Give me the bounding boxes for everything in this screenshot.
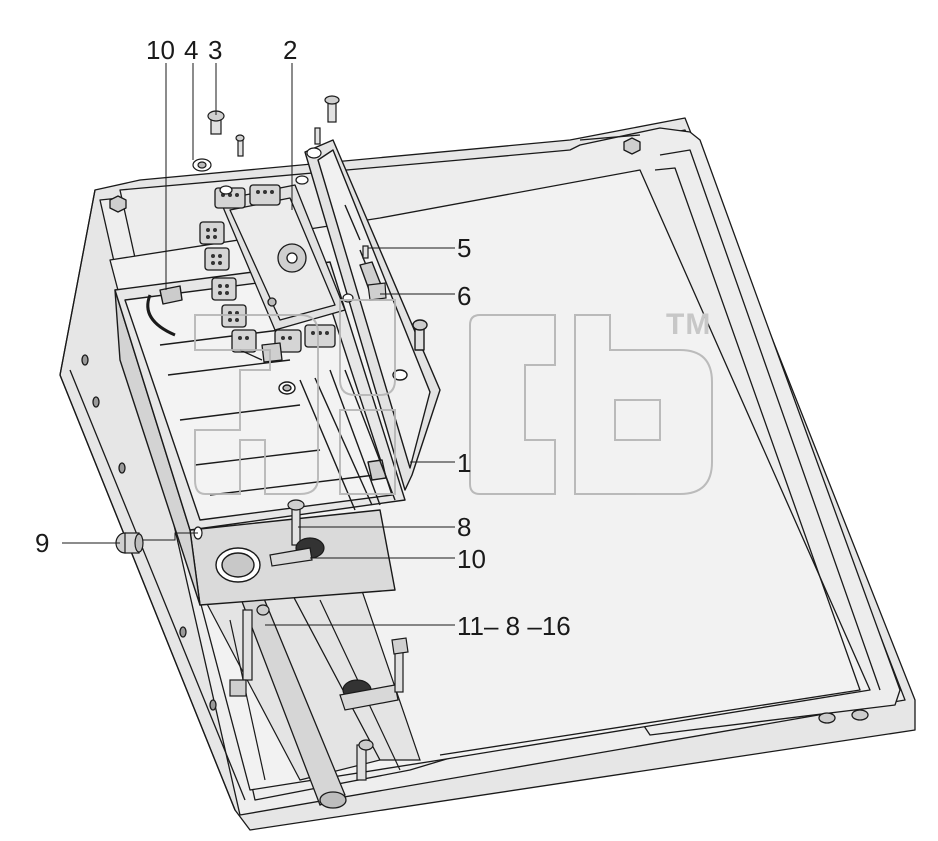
callout-6: 6 xyxy=(457,281,472,311)
leader-lines xyxy=(62,63,455,626)
callout-8: 8 xyxy=(457,512,472,542)
callout-3: 3 xyxy=(208,35,223,65)
callout-10-top: 10 xyxy=(146,35,175,65)
callout-4: 4 xyxy=(184,35,199,65)
lower-clamp xyxy=(229,604,409,781)
watermark-logo xyxy=(194,299,713,495)
callout-1: 1 xyxy=(457,448,472,478)
callout-5: 5 xyxy=(457,233,472,263)
callout-2: 2 xyxy=(283,35,298,65)
controller-module xyxy=(199,184,346,363)
trademark-symbol: TM xyxy=(666,308,712,341)
callout-10-mid: 10 xyxy=(457,544,486,574)
callout-9: 9 xyxy=(35,528,50,558)
callout-11-8-16: 11– 8 –16 xyxy=(457,611,571,641)
